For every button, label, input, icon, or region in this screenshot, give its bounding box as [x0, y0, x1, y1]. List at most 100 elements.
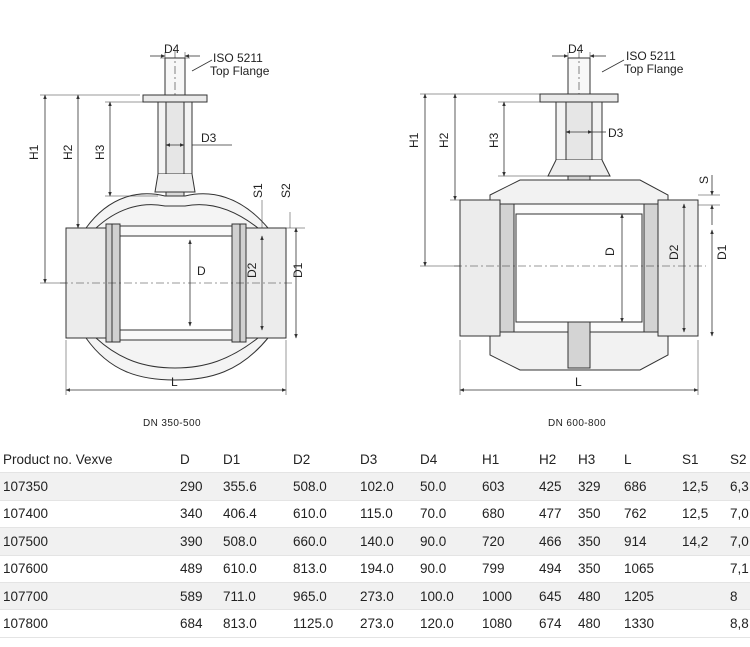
col-header: D1 [223, 451, 241, 467]
table-cell: 610.0 [293, 506, 327, 522]
table-cell: 425 [539, 479, 562, 495]
table-cell: 329 [578, 479, 601, 495]
table-cell: 107500 [3, 533, 49, 549]
table-cell: 466 [539, 533, 562, 549]
left-dimension-labels: D4 ISO 5211 Top Flange H1 H2 H3 D3 S1 S2… [27, 42, 305, 389]
table-cell: 7,0 [730, 506, 749, 522]
label-d1: D1 [291, 262, 305, 278]
table-cell: 799 [482, 561, 505, 577]
col-header: D3 [360, 451, 378, 467]
table-cell: 762 [624, 506, 647, 522]
table-cell: 603 [482, 479, 505, 495]
table-cell: 8,8 [730, 616, 749, 632]
table-cell: 355.6 [223, 479, 257, 495]
dimensions-table: Product no. Vexve D D1 D2 D3 D4 H1 H2 H3… [0, 446, 750, 638]
valve-drawing-dn600-800 [454, 50, 706, 371]
caption-dn600-800: DN 600-800 [548, 418, 606, 429]
table-cell: 12,5 [682, 479, 709, 495]
label-h2: H2 [61, 144, 75, 160]
table-cell: 70.0 [420, 506, 447, 522]
table-cell: 350 [578, 561, 601, 577]
table-cell: 660.0 [293, 533, 327, 549]
col-header: D4 [420, 451, 438, 467]
label-d1: D1 [715, 244, 729, 260]
technical-drawings: D4 ISO 5211 Top Flange H1 H2 H3 D3 S1 S2… [27, 42, 729, 395]
table-cell: 406.4 [223, 506, 257, 522]
table-cell: 7,0 [730, 533, 749, 549]
top-flange-line2: Top Flange [624, 62, 684, 76]
label-d2: D2 [667, 244, 681, 260]
table-cell: 107700 [3, 588, 49, 604]
table-cell: 1000 [482, 588, 513, 604]
right-dimension-labels: D4 ISO 5211 Top Flange H1 H2 H3 D3 S D D… [407, 42, 729, 389]
table-cell: 480 [578, 616, 601, 632]
label-d4: D4 [568, 42, 584, 56]
table-cell: 107400 [3, 506, 49, 522]
table-cell: 273.0 [360, 616, 394, 632]
caption-dn350-500: DN 350-500 [143, 418, 201, 429]
top-flange-line1: ISO 5211 [213, 51, 263, 65]
label-s: S [697, 176, 711, 184]
label-h3: H3 [93, 144, 107, 160]
table-cell: 100.0 [420, 588, 454, 604]
table-cell: 290 [180, 479, 203, 495]
table-cell: 12,5 [682, 506, 709, 522]
table-cell: 1125.0 [293, 616, 334, 632]
table-cell: 340 [180, 506, 203, 522]
table-cell: 390 [180, 533, 203, 549]
table-cell: 813.0 [293, 561, 327, 577]
table-cell: 350 [578, 533, 601, 549]
label-l: L [575, 375, 582, 389]
table-cell: 120.0 [420, 616, 454, 632]
table-cell: 508.0 [223, 533, 257, 549]
table-cell: 686 [624, 479, 647, 495]
right-dimension-lines [420, 52, 720, 395]
top-flange-line1: ISO 5211 [626, 49, 676, 63]
table-cell: 1205 [624, 588, 655, 604]
table-cell: 14,2 [682, 533, 709, 549]
table-cell: 1080 [482, 616, 513, 632]
col-header: D2 [293, 451, 311, 467]
table-cell: 680 [482, 506, 505, 522]
table-header-row: Product no. Vexve D D1 D2 D3 D4 H1 H2 H3… [0, 446, 750, 473]
table-cell: 477 [539, 506, 562, 522]
col-header: D [180, 451, 190, 467]
table-cell: 1065 [624, 561, 655, 577]
table-cell: 645 [539, 588, 562, 604]
valve-drawing-dn350-500 [60, 50, 292, 381]
table-cell: 674 [539, 616, 562, 632]
label-h1: H1 [407, 132, 421, 148]
table-cell: 480 [578, 588, 601, 604]
table-cell: 6,3 [730, 479, 749, 495]
table-cell: 508.0 [293, 479, 327, 495]
table-cell: 102.0 [360, 479, 394, 495]
table-cell: 107800 [3, 616, 49, 632]
table-cell: 107350 [3, 479, 49, 495]
table-cell: 610.0 [223, 561, 257, 577]
table-cell [682, 610, 730, 637]
label-s1: S1 [251, 183, 265, 198]
label-d: D [197, 264, 206, 278]
table-cell: 90.0 [420, 533, 447, 549]
col-header: S1 [682, 451, 699, 467]
label-h2: H2 [437, 132, 451, 148]
col-header: H1 [482, 451, 500, 467]
table-cell: 350 [578, 506, 601, 522]
col-header: S2 [730, 451, 747, 467]
col-header: H3 [578, 451, 596, 467]
top-flange-line2: Top Flange [210, 64, 270, 78]
table-cell: 273.0 [360, 588, 394, 604]
label-d2: D2 [245, 262, 259, 278]
col-header: Product no. Vexve [3, 451, 113, 467]
table-cell: 107600 [3, 561, 49, 577]
label-h1: H1 [27, 144, 41, 160]
label-d4: D4 [164, 42, 180, 56]
col-header: H2 [539, 451, 557, 467]
table-cell: 8 [730, 588, 738, 604]
label-s2: S2 [279, 183, 293, 198]
table-cell [682, 555, 730, 582]
